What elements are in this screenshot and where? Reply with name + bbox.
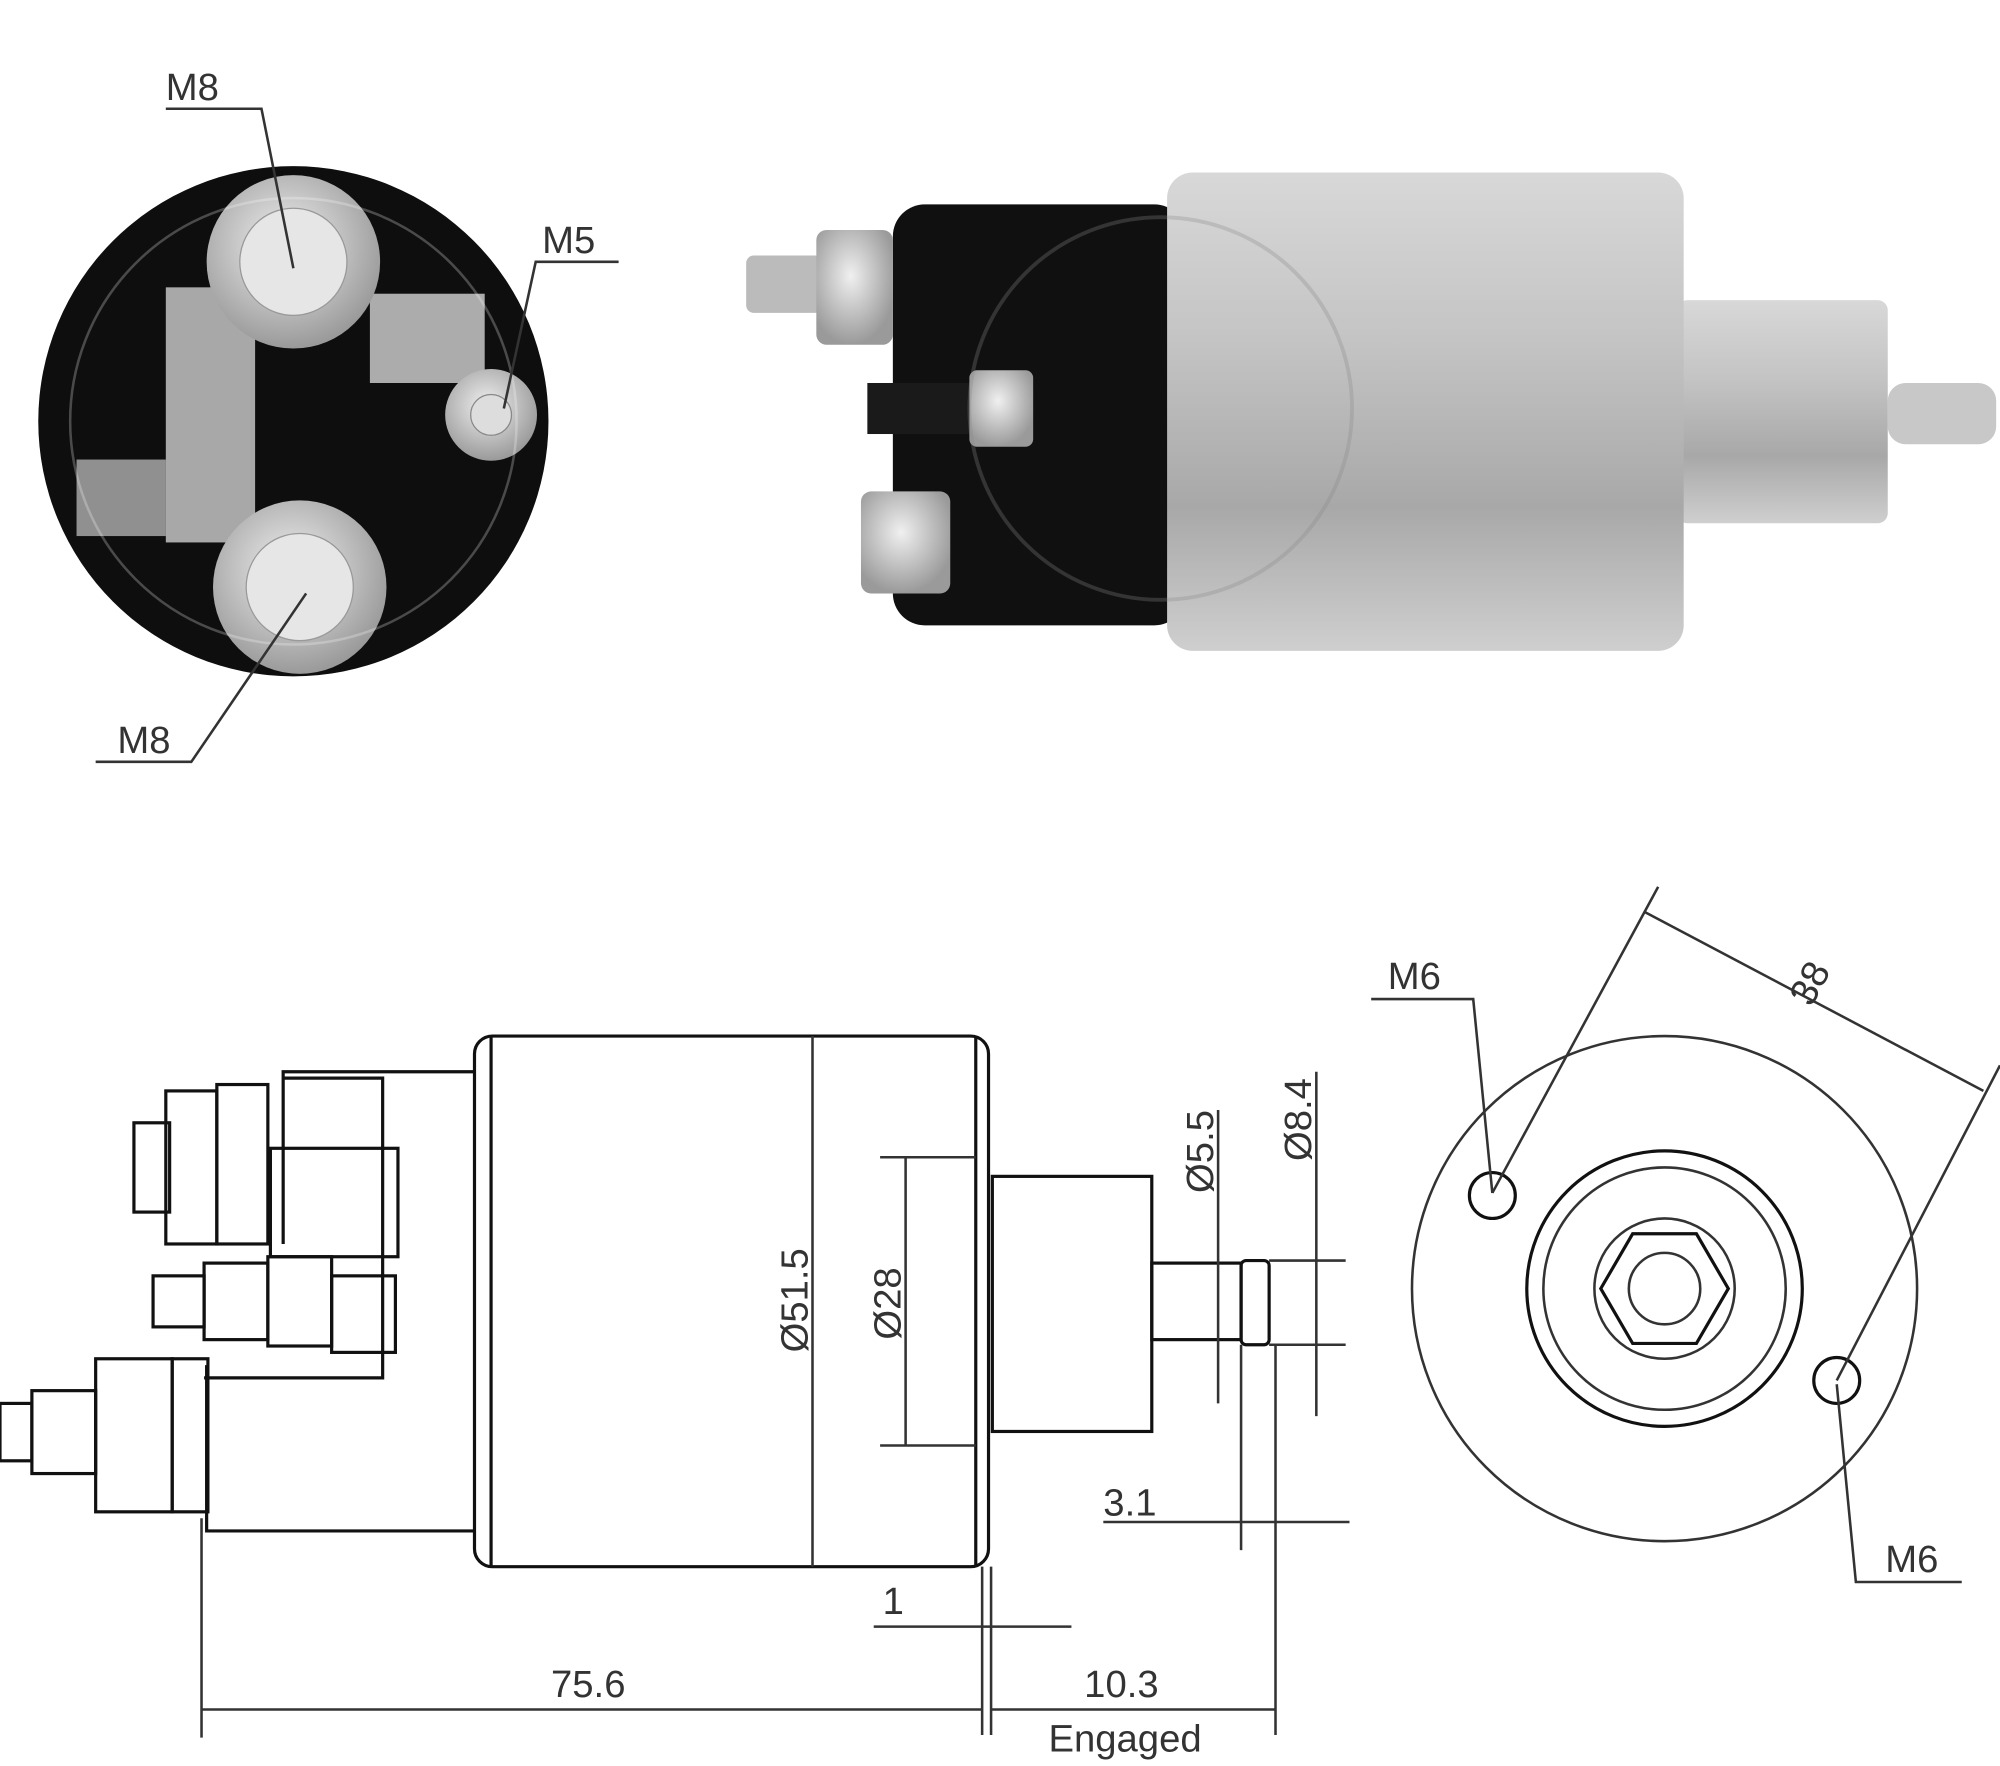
dim-boss-diameter: Ø28 <box>867 1267 910 1339</box>
label-top-terminal: M8 <box>166 66 219 109</box>
side-view-drawing: Ø51.5 Ø28 Ø5.5 Ø8.4 3.1 1 75.6 10.3 Enga… <box>0 1034 1350 1761</box>
solenoid-end-photo: M8 M5 M8 <box>38 66 619 764</box>
dim-plunger-travel: 10.3 <box>1084 1663 1158 1706</box>
dim-pin-head-length: 3.1 <box>1103 1482 1156 1525</box>
label-hole-top: M6 <box>1388 955 1441 998</box>
solenoid-side-photo <box>746 172 1997 651</box>
end-view-drawing: M6 M6 38 <box>1371 886 2000 1584</box>
dim-overall-length: 75.6 <box>551 1663 625 1706</box>
label-small-terminal: M5 <box>542 219 595 262</box>
dim-hole-spacing: 38 <box>1781 954 1839 1012</box>
label-hole-bottom: M6 <box>1885 1538 1938 1581</box>
dim-pin-head-diameter: Ø8.4 <box>1277 1078 1320 1161</box>
dim-pin-diameter: Ø5.5 <box>1179 1110 1222 1193</box>
dim-body-diameter: Ø51.5 <box>773 1248 816 1352</box>
travel-note: Engaged <box>1048 1718 1201 1761</box>
label-bottom-terminal: M8 <box>117 719 170 762</box>
dim-flange-thickness: 1 <box>883 1580 904 1623</box>
